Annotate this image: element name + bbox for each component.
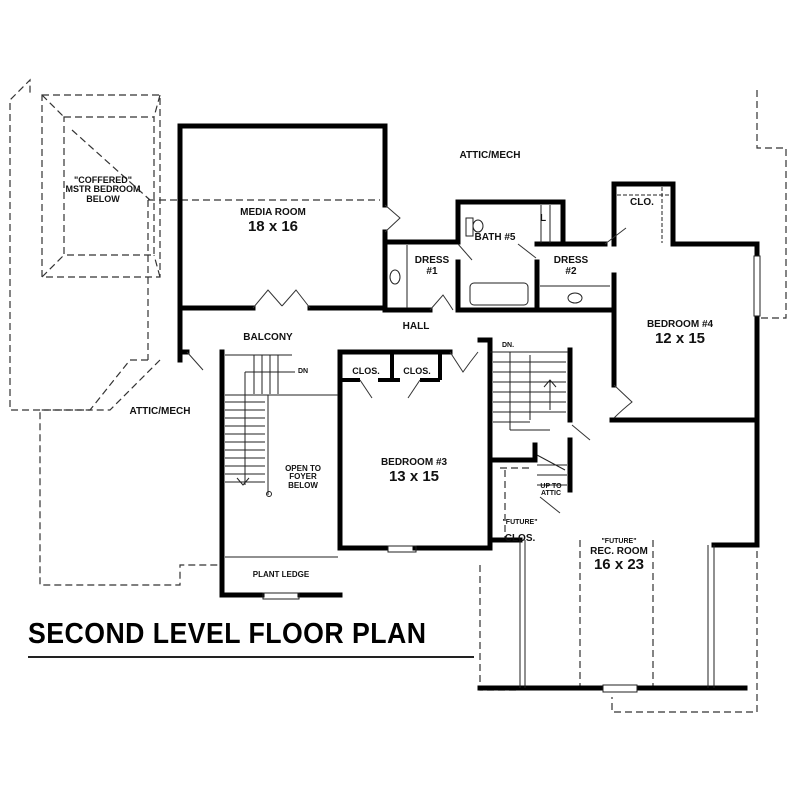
up-attic-line2: ATTIC (540, 490, 562, 498)
plant-ledge-label: PLANT LEDGE (252, 570, 310, 579)
closet-walls (340, 352, 442, 382)
open-to-foyer-label: OPEN TO FOYER BELOW (285, 464, 321, 490)
future-clos-line1: "FUTURE" (502, 519, 538, 526)
linen-label: L (539, 213, 547, 224)
bedroom4-size: 12 x 15 (654, 329, 706, 347)
stair-down-right-label: DN. (501, 342, 515, 349)
bedroom3-name: BEDROOM #3 (380, 457, 448, 468)
rec-room-tag: "FUTURE" (601, 538, 637, 545)
future-clos-line2: CLOS. (504, 532, 536, 544)
bedroom3-size: 13 x 15 (388, 467, 440, 485)
thin-lines (225, 187, 761, 693)
closet-b-label: CLOS. (403, 366, 431, 376)
dress2-line1: DRESS (553, 255, 589, 266)
bedroom3-label: BEDROOM #3 13 x 15 (380, 457, 448, 485)
up-attic-line1: UP TO (540, 483, 562, 490)
coffered-line3: BELOW (86, 193, 120, 204)
media-room-label: MEDIA ROOM 18 x 16 (240, 207, 306, 235)
walls (177, 123, 760, 691)
future-closet-label: "FUTURE" CLOS. (502, 512, 537, 546)
media-room-name: MEDIA ROOM (240, 207, 306, 218)
up-to-attic-label: UP TO ATTIC (540, 483, 561, 498)
dress2-line2: #2 (565, 265, 577, 277)
rec-room-name: REC. ROOM (590, 545, 648, 557)
attic-mech-top-label: ATTIC/MECH (459, 150, 521, 161)
open-foyer-line1: OPEN TO (285, 464, 321, 473)
coffered-line1: "COFFERED" (73, 175, 133, 185)
rec-room-label: "FUTURE" REC. ROOM 16 x 23 (590, 536, 648, 573)
stair-down-left-label: DN (297, 368, 309, 375)
coffered-master-bedroom-label: "COFFERED" MSTR BEDROOM BELOW (65, 175, 141, 204)
closet-a-label: CLOS. (352, 366, 380, 376)
media-room-size: 18 x 16 (247, 217, 299, 235)
title-underline (28, 656, 474, 658)
door-swings (186, 204, 633, 514)
bath5-label: BATH #5 (474, 232, 516, 243)
open-foyer-line2: FOYER (289, 472, 317, 482)
dress2-label: DRESS #2 (553, 255, 589, 277)
balcony-label: BALCONY (243, 332, 293, 343)
dress1-line2: #1 (426, 265, 438, 277)
clo-label: CLO. (630, 197, 654, 208)
hall-label: HALL (402, 321, 430, 332)
coffered-line2: MSTR BEDROOM (65, 184, 141, 195)
bedroom4-name: BEDROOM #4 (646, 319, 714, 330)
dress1-label: DRESS #1 (414, 255, 450, 277)
open-foyer-line3: BELOW (288, 480, 318, 490)
bedroom4-label: BEDROOM #4 12 x 15 (646, 319, 714, 347)
dress1-line1: DRESS (414, 255, 450, 266)
attic-mech-left-label: ATTIC/MECH (129, 406, 191, 417)
rec-room-size: 16 x 23 (593, 556, 645, 573)
plan-title: SECOND LEVEL FLOOR PLAN (28, 618, 427, 650)
